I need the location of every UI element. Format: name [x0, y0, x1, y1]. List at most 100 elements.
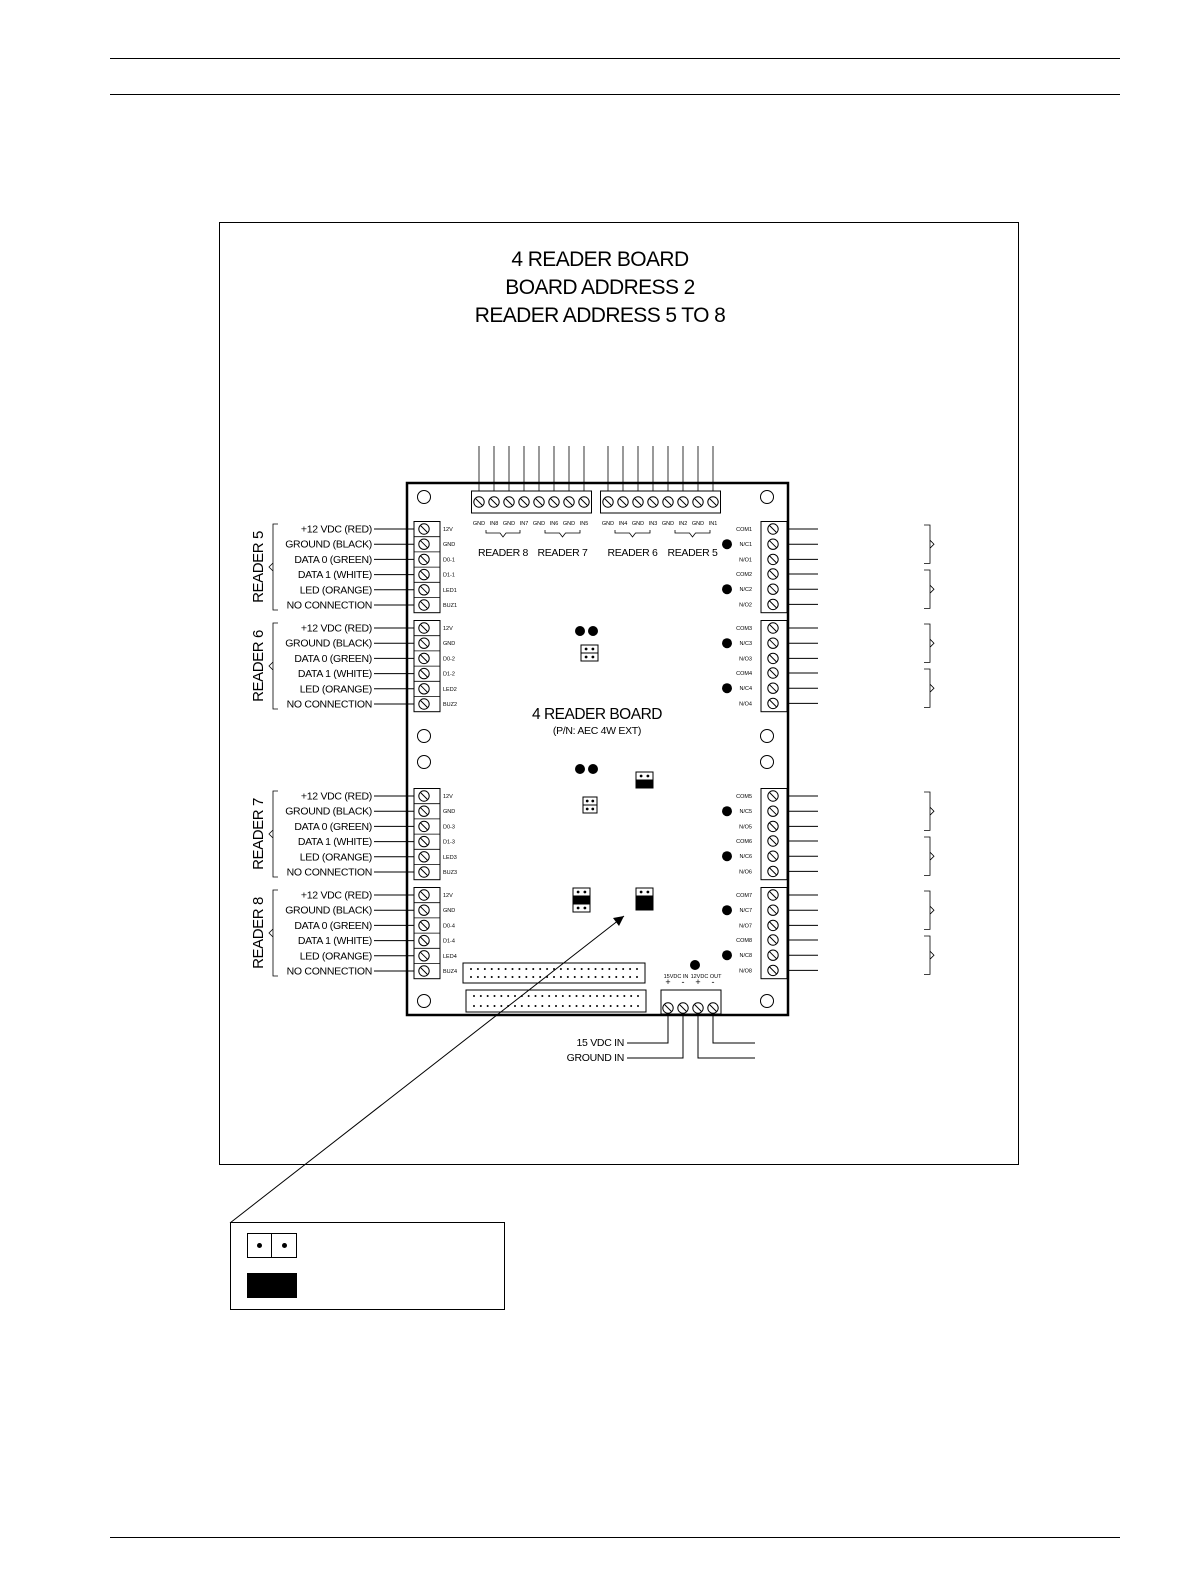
relay-pin-label: N/C8 [739, 953, 752, 959]
connector-pin [602, 1005, 605, 1007]
screw-slot [709, 1004, 717, 1012]
indicator-led-dot [690, 960, 700, 970]
screw-slot [420, 891, 428, 899]
connector-pin [486, 1005, 489, 1007]
reader-group-label: READER 8 [250, 897, 267, 969]
jumper-open-icon [247, 1233, 297, 1258]
screw-slot [649, 498, 657, 506]
connector-pin [514, 995, 516, 997]
screw-slot [420, 792, 428, 800]
screw-slot [769, 951, 777, 959]
screw-slot [420, 853, 428, 861]
screw-slot [769, 837, 777, 845]
connector-pin [566, 976, 569, 978]
callout-arrowhead [613, 916, 624, 926]
connector-pin [553, 976, 555, 978]
jumper-pin-dot [282, 1243, 287, 1248]
connector-pin [580, 968, 583, 970]
connector-pin [596, 1005, 598, 1007]
connector-pin [622, 976, 625, 978]
board-outline [405, 481, 790, 1017]
connector-pin [629, 976, 632, 978]
mounting-hole-icon [760, 994, 774, 1008]
connector-pin [568, 995, 571, 997]
screw-slot [769, 822, 777, 831]
jumper-pin-dot [257, 1243, 262, 1248]
screw-slot [420, 624, 428, 632]
connector-pin [520, 1005, 523, 1007]
reader-bracket [268, 523, 278, 611]
wire-label: DATA 1 (WHITE) [298, 569, 372, 581]
screw-slot [769, 699, 777, 708]
indicator-led-dot [588, 764, 598, 774]
connector-pin [483, 976, 486, 978]
reader-bracket [268, 790, 278, 878]
relay-bracket [924, 569, 935, 609]
power-terminal-label: 12VDC OUT [691, 974, 723, 980]
title-line-3: READER ADDRESS 5 TO 8 [475, 304, 725, 327]
jumper-closed-icon [635, 779, 654, 789]
jumper-open-icon [582, 804, 598, 814]
connector-pin [587, 968, 590, 970]
left-pin-label: LED2 [443, 687, 457, 693]
jumper-pin-dot [576, 906, 580, 910]
connector-pin [476, 976, 479, 978]
top-pin-label: IN2 [679, 521, 688, 527]
reader-group-label: READER 5 [250, 531, 267, 603]
connector-pin [479, 1005, 482, 1007]
connector-pin [548, 995, 551, 997]
jumper-pin-dot [646, 890, 650, 894]
relay-pin-label: COM7 [736, 893, 752, 899]
screw-slot [420, 570, 428, 579]
top-pin-label: GND [692, 521, 704, 527]
wire-label: DATA 0 (GREEN) [294, 920, 372, 932]
left-pin-label: D0-1 [443, 557, 455, 563]
screw-slot [709, 498, 717, 506]
left-pin-label: LED1 [443, 588, 457, 594]
connector-pin [500, 1005, 503, 1007]
jumper-closed-icon [247, 1273, 297, 1298]
jumper-pin-dot [646, 774, 650, 778]
top-pin-label: GND [473, 521, 485, 527]
connector-pin [548, 1005, 551, 1007]
screw-slot [769, 525, 777, 533]
screw-slot [769, 867, 777, 876]
callout-line [229, 915, 625, 1224]
jumper-open-icon [572, 887, 591, 897]
title-line-1: 4 READER BOARD [511, 248, 689, 271]
connector-pin [514, 1005, 516, 1007]
relay-led-dot [722, 851, 732, 862]
connector-pin [546, 968, 549, 970]
relay-pin-label: N/O3 [739, 656, 752, 662]
wire-label: LED (ORANGE) [300, 584, 372, 596]
connector-pin [615, 968, 618, 970]
relay-pin-label: N/C3 [739, 641, 752, 647]
reader-group-label: READER 6 [250, 630, 267, 702]
relay-pin-label: N/O5 [739, 824, 752, 830]
jumper-closed-icon [572, 895, 591, 905]
relay-pin-label: N/O8 [739, 968, 752, 974]
wire-label: NO CONNECTION [287, 867, 372, 879]
connector-pin [608, 976, 611, 978]
jumper-pin-dot [639, 774, 643, 778]
left-pin-label: D1-3 [443, 840, 455, 846]
connector-pin [637, 995, 639, 997]
top-pin-label: IN8 [490, 521, 499, 527]
relay-bracket [924, 524, 935, 564]
relay-pin-label: N/C5 [739, 809, 752, 815]
relay-led-dot [722, 683, 732, 694]
relay-pin-label: COM2 [736, 572, 752, 578]
reader-bracket [614, 530, 651, 538]
screw-slot [769, 684, 777, 692]
header-rule-bottom [110, 94, 1120, 95]
jumper-pin-dot [583, 906, 587, 910]
top-pin-label: GND [602, 521, 614, 527]
connector-pin [589, 1005, 592, 1007]
connector-pin [534, 995, 537, 997]
jumper-open-icon [635, 887, 654, 897]
screw-slot [769, 852, 777, 860]
connector-pin [518, 968, 521, 970]
